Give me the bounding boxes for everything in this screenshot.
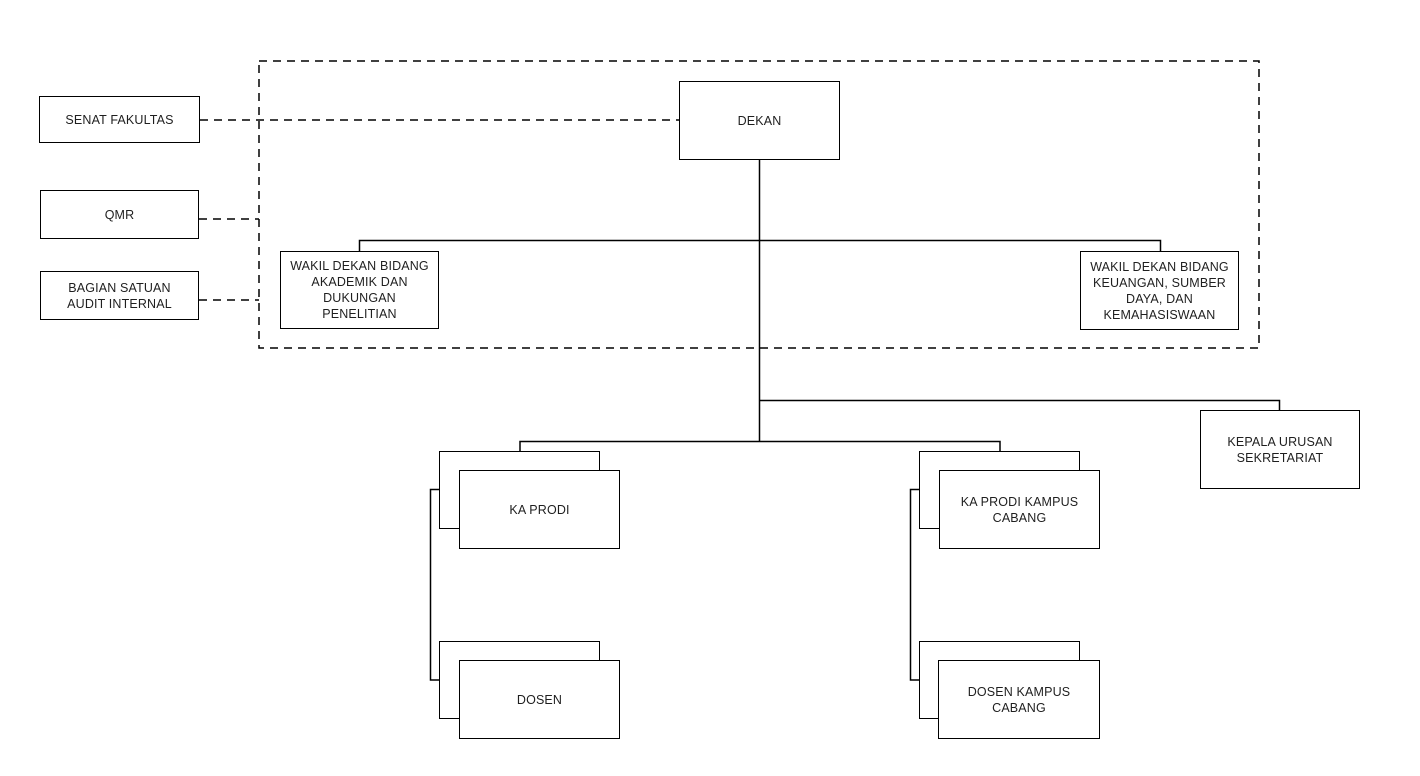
- node-label: DOSEN: [516, 692, 563, 707]
- sekretariat-branch-line: [759, 399, 1281, 410]
- node-label: DOSEN KAMPUS CABANG: [967, 684, 1071, 715]
- node-dekan: DEKAN: [679, 81, 840, 160]
- node-senat-fakultas: SENAT FAKULTAS: [39, 96, 200, 143]
- wakil-dekan-branch-line: [358, 239, 1162, 251]
- node-dosen-kampus-cabang: DOSEN KAMPUS CABANG: [938, 660, 1100, 739]
- ka-prodi-to-dosen-bracket-line: [429, 488, 440, 681]
- node-label: SENAT FAKULTAS: [65, 112, 174, 127]
- node-ka-prodi-kampus-cabang: KA PRODI KAMPUS CABANG: [939, 470, 1100, 549]
- node-label: KEPALA URUSAN SEKRETARIAT: [1227, 434, 1333, 465]
- node-wakil-dekan-akademik: WAKIL DEKAN BIDANG AKADEMIK DAN DUKUNGAN…: [280, 251, 439, 329]
- node-bagian-satuan-audit-internal: BAGIAN SATUAN AUDIT INTERNAL: [40, 271, 199, 320]
- node-dosen: DOSEN: [459, 660, 620, 739]
- prodi-branch-line: [519, 440, 1001, 451]
- node-wakil-dekan-keuangan: WAKIL DEKAN BIDANG KEUANGAN, SUMBER DAYA…: [1080, 251, 1239, 330]
- node-ka-prodi: KA PRODI: [459, 470, 620, 549]
- node-qmr: QMR: [40, 190, 199, 239]
- node-kepala-urusan-sekretariat: KEPALA URUSAN SEKRETARIAT: [1200, 410, 1360, 489]
- node-label: WAKIL DEKAN BIDANG AKADEMIK DAN DUKUNGAN…: [290, 259, 429, 321]
- node-label: QMR: [104, 207, 135, 222]
- node-label: KA PRODI: [509, 502, 570, 517]
- node-label: KA PRODI KAMPUS CABANG: [960, 494, 1079, 525]
- node-label: DEKAN: [737, 113, 782, 128]
- node-label: BAGIAN SATUAN AUDIT INTERNAL: [67, 280, 172, 311]
- node-label: WAKIL DEKAN BIDANG KEUANGAN, SUMBER DAYA…: [1090, 259, 1229, 322]
- ka-prodi-cabang-to-dosen-cabang-bracket-line: [909, 488, 920, 681]
